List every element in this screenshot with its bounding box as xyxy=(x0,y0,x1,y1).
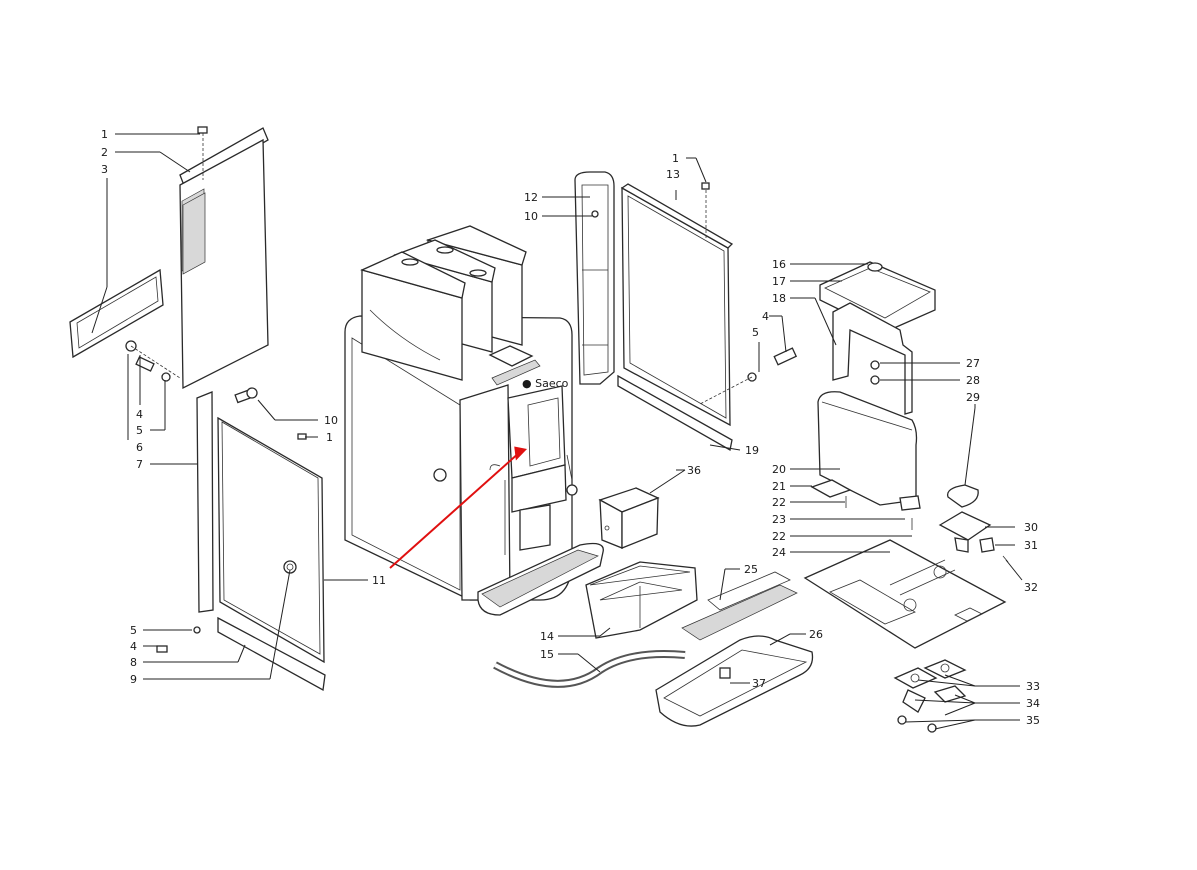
callout-37: 37 xyxy=(752,677,766,690)
callout-16: 16 xyxy=(772,258,786,271)
callout-11: 11 xyxy=(372,574,386,587)
callout-35: 35 xyxy=(1026,714,1040,727)
callout-8: 8 xyxy=(130,656,137,669)
center-vertical-panel xyxy=(574,171,615,385)
machine-body: ● Saeco xyxy=(344,225,604,616)
callout-1c: 1 xyxy=(672,152,679,165)
callout-33: 33 xyxy=(1026,680,1040,693)
callout-32: 32 xyxy=(1024,581,1038,594)
callout-14: 14 xyxy=(540,630,554,643)
callout-4a: 4 xyxy=(136,408,143,421)
callout-labels: 1 2 3 4 5 6 7 10 1 5 4 8 9 11 12 10 1 13… xyxy=(101,128,1040,727)
callout-17: 17 xyxy=(772,275,786,288)
callout-27: 27 xyxy=(966,357,980,370)
callout-25: 25 xyxy=(744,563,758,576)
callout-15: 15 xyxy=(540,648,554,661)
drip-grill-25 xyxy=(681,571,798,641)
box-36 xyxy=(598,487,660,549)
callout-23: 23 xyxy=(772,513,786,526)
left-door-assembly xyxy=(156,391,326,692)
callout-5b: 5 xyxy=(130,624,137,637)
drip-tray-26 xyxy=(655,635,814,727)
callout-21: 21 xyxy=(772,480,786,493)
callout-22a: 22 xyxy=(772,496,786,509)
small-parts-right xyxy=(810,479,1009,563)
callout-20: 20 xyxy=(772,463,786,476)
callout-1b: 1 xyxy=(326,431,333,444)
base-plate xyxy=(803,539,1007,649)
callout-28: 28 xyxy=(966,374,980,387)
callout-6: 6 xyxy=(136,441,143,454)
callout-24: 24 xyxy=(772,546,786,559)
callout-1a: 1 xyxy=(101,128,108,141)
callout-5a: 5 xyxy=(136,424,143,437)
upper-right-assembly xyxy=(819,261,936,415)
highlight-arrow xyxy=(389,446,528,569)
leader-lines xyxy=(91,133,1023,730)
callout-22b: 22 xyxy=(772,530,786,543)
feet-parts xyxy=(893,659,967,733)
grounds-drawer xyxy=(585,561,698,639)
callout-7: 7 xyxy=(136,458,143,471)
container-20 xyxy=(817,391,921,511)
callout-4b: 4 xyxy=(130,640,137,653)
callout-10a: 10 xyxy=(324,414,338,427)
callout-19: 19 xyxy=(745,444,759,457)
callout-3: 3 xyxy=(101,163,108,176)
callout-34: 34 xyxy=(1026,697,1040,710)
callout-9: 9 xyxy=(130,673,137,686)
callout-4c: 4 xyxy=(762,310,769,323)
callout-13: 13 xyxy=(666,168,680,181)
callout-2: 2 xyxy=(101,146,108,159)
right-door-assembly xyxy=(617,182,798,452)
callout-18: 18 xyxy=(772,292,786,305)
callout-31: 31 xyxy=(1024,539,1038,552)
callout-26: 26 xyxy=(809,628,823,641)
left-side-panel xyxy=(69,126,269,390)
callout-5c: 5 xyxy=(752,326,759,339)
callout-12: 12 xyxy=(524,191,538,204)
left-fasteners xyxy=(125,340,258,404)
callout-29: 29 xyxy=(966,391,980,404)
callout-36: 36 xyxy=(687,464,701,477)
callout-30: 30 xyxy=(1024,521,1038,534)
callout-10b: 10 xyxy=(524,210,538,223)
